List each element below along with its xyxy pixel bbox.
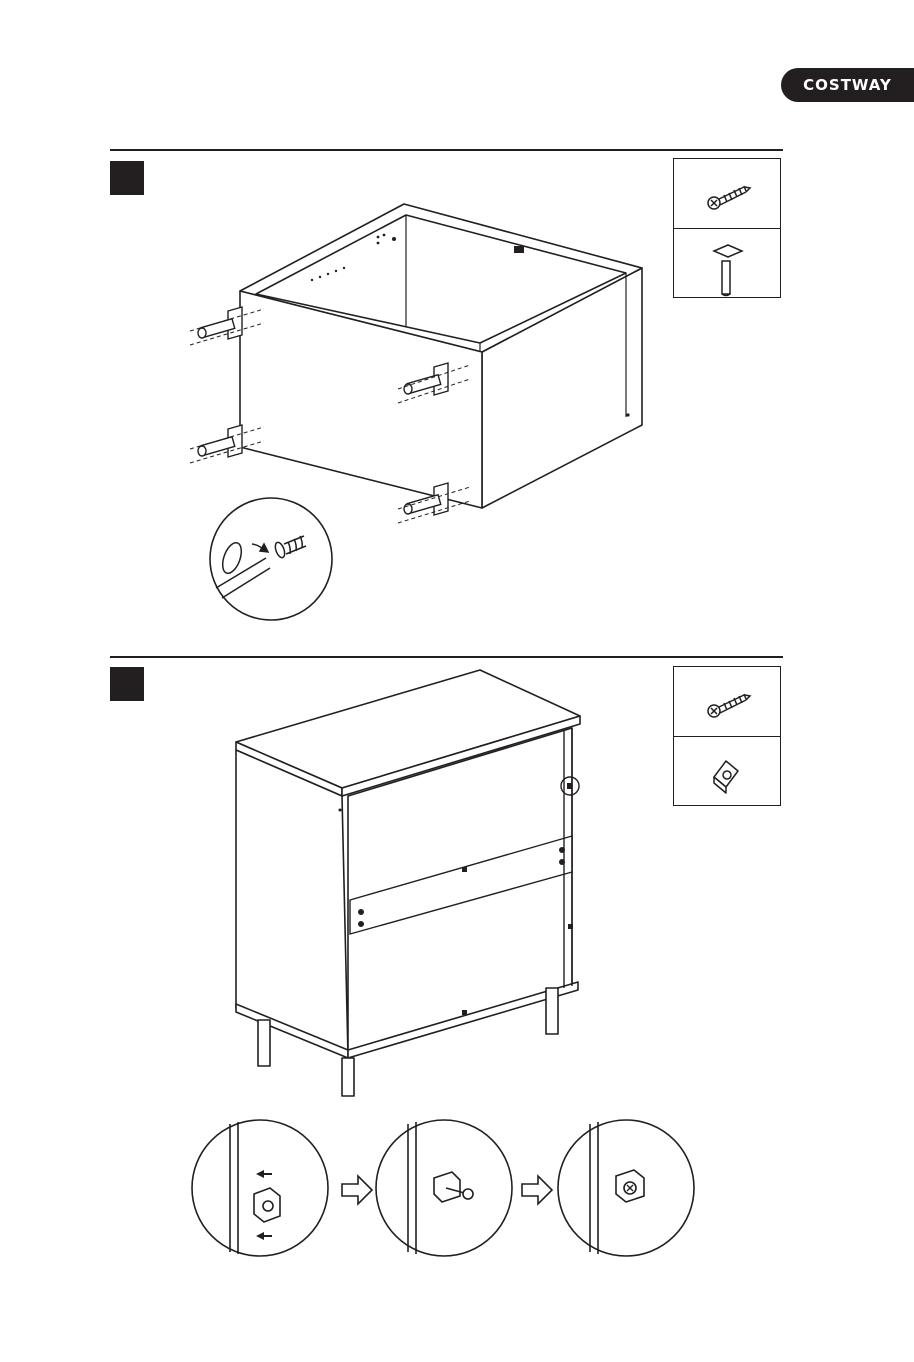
leg-icon (674, 229, 782, 299)
screw-icon (674, 667, 782, 737)
screwdriver-detail-drawing (208, 496, 334, 622)
parts-cell-leg (674, 228, 780, 298)
parts-cell-screw (674, 159, 780, 228)
screw-icon (674, 159, 782, 229)
cabinet-carcass-drawing (180, 195, 660, 525)
parts-cell-screw (674, 667, 780, 736)
step-number-box-1 (110, 161, 144, 195)
section-divider-2 (110, 656, 783, 658)
cabinet-assembly-drawing (234, 668, 584, 1100)
step-number-box-2 (110, 667, 144, 701)
parts-panel-step-1 (673, 158, 781, 298)
parts-panel-step-2 (673, 666, 781, 806)
corner-bracket-icon (674, 737, 782, 807)
section-divider-1 (110, 149, 783, 151)
parts-cell-bracket (674, 736, 780, 806)
brand-name: COSTWAY (803, 76, 892, 94)
bracket-detail-sequence (190, 1118, 700, 1260)
brand-logo: COSTWAY (781, 68, 914, 102)
